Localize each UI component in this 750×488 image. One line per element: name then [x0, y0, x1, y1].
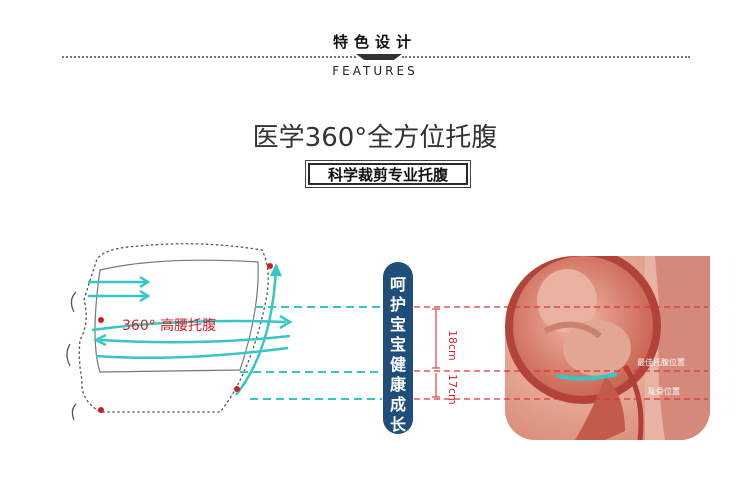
swirl-arrow	[91, 319, 287, 332]
upward-arrow	[235, 267, 278, 396]
swirl-arrow	[99, 334, 291, 344]
dot	[234, 386, 240, 392]
vertical-banner-text: 呵 护 宝 宝 健 康 成 长	[389, 275, 406, 434]
dot	[98, 407, 104, 413]
arrowhead	[93, 333, 107, 347]
vertical-banner	[383, 262, 413, 434]
swirl-arrow	[95, 346, 289, 360]
arrowhead	[139, 289, 151, 303]
belly-label: 360° 高腰托腹	[122, 317, 216, 334]
arrowhead	[270, 263, 282, 276]
section-subtitle: FEATURES	[332, 64, 418, 78]
badge-label: 科学裁剪专业托腹	[308, 163, 468, 185]
pregnancy-anatomy-image: 最佳托腹位置 耻骨位置	[505, 256, 710, 440]
belly-outline	[78, 243, 269, 413]
contour-mark	[66, 343, 71, 367]
main-title: 医学360°全方位托腹	[252, 123, 498, 153]
arrowhead	[279, 314, 293, 330]
divider-tab	[356, 54, 402, 60]
photo-label-pubic: 耻骨位置	[648, 386, 680, 396]
arrowhead	[139, 275, 151, 289]
contour-mark	[70, 291, 77, 313]
anatomy-illustration: 最佳托腹位置 耻骨位置	[505, 256, 710, 440]
dot	[98, 317, 104, 323]
divider-left	[62, 56, 356, 58]
photo-label-optimal: 最佳托腹位置	[637, 357, 685, 367]
divider-right	[402, 56, 690, 58]
badge: 科学裁剪专业托腹	[305, 160, 471, 188]
section-title: 特色设计	[332, 33, 417, 51]
dot	[267, 263, 273, 269]
measure-label-18: 18cm	[446, 330, 459, 361]
measure-label-17: 17cm	[446, 374, 459, 405]
belly-inner-outline	[94, 259, 259, 373]
contour-mark	[71, 403, 77, 421]
